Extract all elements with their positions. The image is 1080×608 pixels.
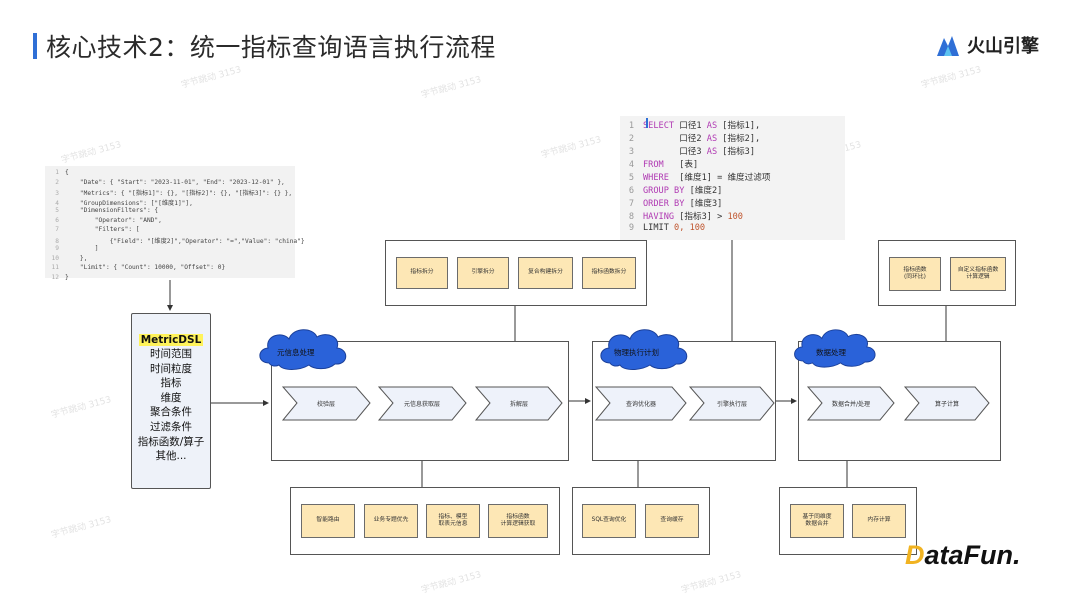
fetch-function-logic: 指标函数 计算逻辑获取 [488, 504, 548, 538]
code-line: 2 口径2 AS [指标2], [628, 134, 761, 144]
cloud-icon [259, 329, 347, 370]
code-line: 3 "Metrics": { "[指标1]": {}, "[指标2]": {},… [55, 190, 293, 197]
code-line: 12} [51, 273, 69, 281]
step-data-merge: 数据合并/处理 [831, 400, 871, 408]
dsl-item: 时间粒度 [150, 362, 192, 375]
code-line: 10 }, [51, 254, 88, 262]
metric-dsl-json-snippet: 1{ 2 "Date": { "Start": "2023-11-01", "En… [45, 166, 305, 281]
query-cache: 查询缓存 [645, 504, 699, 538]
dsl-item: 维度 [160, 391, 182, 404]
split-composite: 复合构建拆分 [518, 257, 573, 289]
brand-logo: 火山引擎 [935, 30, 1039, 60]
cloud-label: 元信息处理 [277, 348, 315, 357]
cloud-label: 数据处理 [816, 348, 846, 357]
brand-name: 火山引擎 [967, 36, 1039, 57]
code-line: 1{ [55, 169, 69, 176]
step-engine-exec: 引擎执行层 [716, 400, 747, 408]
text-cursor [646, 118, 648, 128]
metric-dsl-title: MetricDSL [138, 334, 204, 346]
dsl-item: 聚合条件 [150, 406, 192, 419]
dsl-item: 过滤条件 [150, 420, 192, 433]
step-metadata-fetch: 元信息获取层 [403, 400, 440, 408]
dsl-item: 指标函数/算子 [137, 435, 205, 448]
dsl-item: 其他... [155, 450, 187, 463]
cloud-label: 物理执行计划 [614, 348, 659, 357]
cloud-icon [794, 329, 876, 368]
dsl-item: 时间范围 [150, 348, 192, 360]
code-line: 6 "Operator": "AND", [55, 216, 162, 224]
same-dim-merge: 基于同维度 数据合并 [790, 504, 844, 538]
split-function: 指标函数拆分 [582, 257, 636, 289]
code-line: 7 "Filters": [ [55, 226, 140, 233]
sql-optimization: SQL查询优化 [582, 504, 636, 538]
custom-metric-function: 自定义指标函数 计算逻辑 [950, 257, 1006, 291]
topic-priority: 业务专题优先 [364, 504, 418, 538]
code-line: 9 ] [55, 245, 99, 252]
dsl-item: 指标 [160, 377, 182, 390]
step-query-optimizer: 查询优化器 [625, 400, 656, 408]
title-accent-bar [33, 33, 37, 59]
smart-routing: 智能路由 [301, 504, 355, 538]
step-operator-calc: 算子计算 [934, 400, 959, 408]
metric-dsl-box: MetricDSL 时间范围 时间粒度 指标 维度 聚合条件 过滤条件 指标函数… [131, 313, 211, 489]
volcano-logo-icon [937, 36, 959, 56]
code-line: 3 口径3 AS [指标3] [628, 147, 756, 157]
metric-function: 指标函数 (同环比) [889, 257, 941, 291]
split-engine: 引擎拆分 [457, 257, 509, 289]
code-line: 8 {"Field": "[维度2]","Operator": "=","Val… [55, 237, 305, 245]
code-line: 11 "Limit": { "Count": 10000, "Offset": … [51, 264, 226, 271]
step-decompose: 拆解层 [509, 400, 528, 408]
step-validation: 校验层 [316, 400, 335, 408]
cloud-icon [600, 329, 688, 370]
code-line: 5 "DimensionFilters": { [55, 207, 159, 214]
code-line: 4 "GroupDimensions": ["[维度1]"], [55, 199, 193, 207]
fetch-table-meta: 指标、模型 取表元信息 [426, 504, 480, 538]
in-memory-calc: 内存计算 [852, 504, 906, 538]
code-line: 2 "Date": { "Start": "2023-11-01", "End"… [55, 178, 285, 186]
datafun-logo: DataFun. [905, 540, 1021, 570]
split-metric: 指标拆分 [396, 257, 448, 289]
page-title: 核心技术2：统一指标查询语言执行流程 [46, 33, 496, 62]
